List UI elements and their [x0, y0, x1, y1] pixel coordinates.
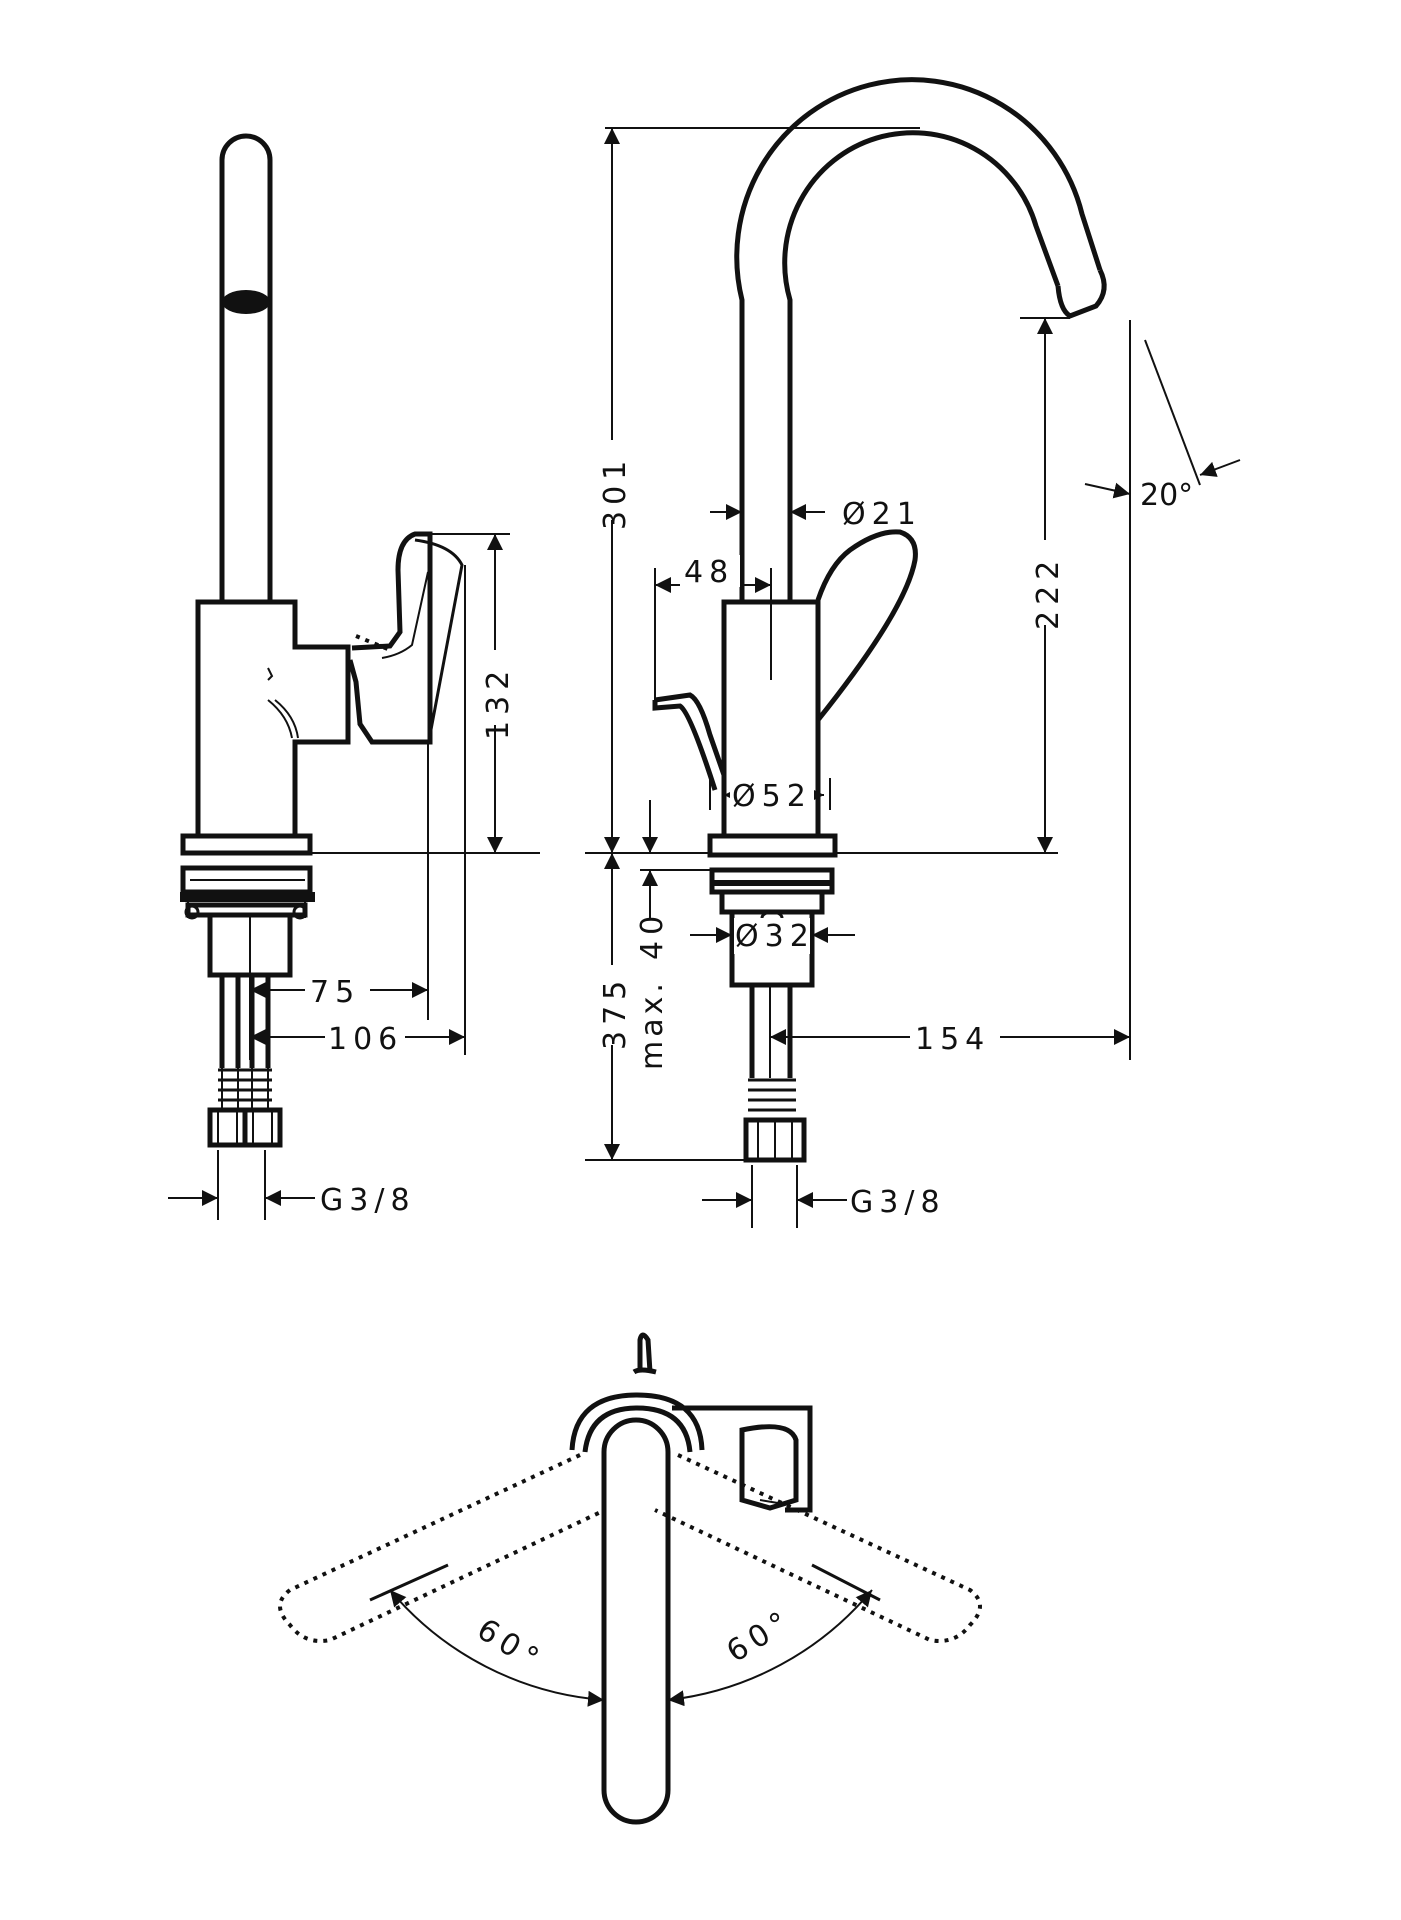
dimension-angle-20: 20°: [1084, 320, 1241, 1060]
dimension-132-label: 132: [481, 665, 516, 740]
dimension-222-label: 222: [1031, 555, 1066, 630]
dimension-d32: Ø32: [690, 918, 855, 954]
dimension-40-max: 40 max.: [635, 800, 712, 1070]
dimension-d21: Ø21: [710, 497, 922, 532]
dimension-d52: Ø52: [709, 778, 831, 814]
front-view: [652, 77, 1107, 1163]
aerator-icon: [222, 290, 270, 314]
d52-label: Ø52: [732, 779, 812, 814]
dimension-132: 132: [310, 533, 540, 854]
top-view: 60° 60°: [278, 1332, 982, 1825]
dimension-48: 48: [654, 555, 772, 700]
dimension-375-label: 375: [598, 975, 633, 1050]
dimension-106-label: 106: [328, 1022, 403, 1057]
dimension-depth: 75 106: [249, 565, 466, 1060]
thread-left: G3/8: [168, 1150, 416, 1220]
thread-right-label: G3/8: [850, 1185, 946, 1220]
dimension-154: 154: [770, 1022, 1130, 1057]
dimension-75-label: 75: [310, 975, 360, 1010]
dimension-301-label: 301: [598, 455, 633, 530]
max-label: max.: [635, 979, 670, 1070]
d32-label: Ø32: [735, 919, 815, 954]
side-view: [180, 133, 464, 1148]
swivel-left-label: 60°: [471, 1612, 550, 1679]
thread-left-label: G3/8: [320, 1183, 416, 1218]
angle-20-label: 20°: [1140, 478, 1193, 513]
dimension-222: 222: [835, 317, 1070, 854]
dimension-48-label: 48: [684, 555, 734, 590]
dimension-375: 375: [585, 853, 746, 1161]
swivel-right-label: 60°: [721, 1602, 800, 1669]
d21-label: Ø21: [842, 497, 922, 532]
dimension-154-label: 154: [915, 1022, 990, 1057]
thread-right: G3/8: [702, 1165, 946, 1228]
dimension-40-label: 40: [635, 910, 670, 960]
dimension-301: 301: [585, 127, 920, 854]
